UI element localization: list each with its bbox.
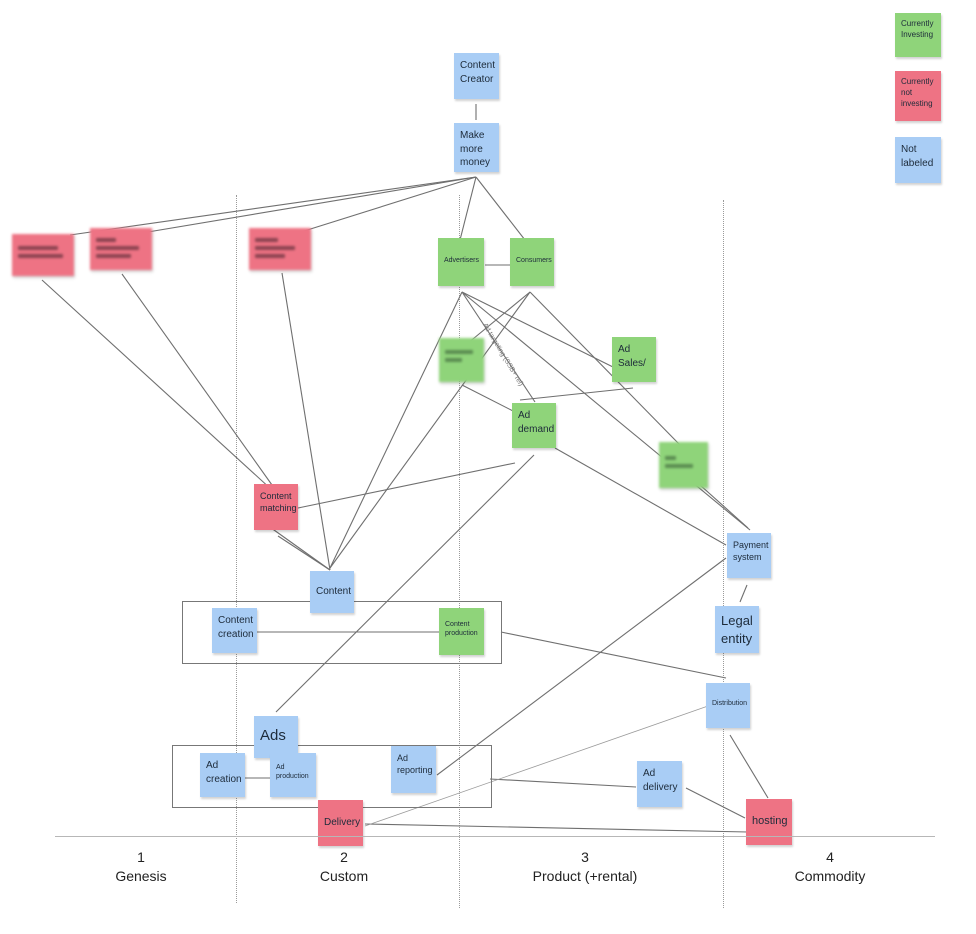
stage-product: 3 Product (+rental) [505, 848, 665, 886]
stage-genesis: 1 Genesis [61, 848, 221, 886]
stage-name: Custom [319, 867, 369, 884]
link [436, 557, 727, 776]
link [329, 291, 463, 569]
link [69, 176, 477, 236]
link [275, 454, 535, 713]
stage-number: 3 [581, 849, 589, 865]
stage-commodity: 4 Commodity [750, 848, 910, 886]
link [461, 291, 616, 369]
node-redacted-green-2 [659, 442, 708, 488]
link [739, 584, 748, 603]
node-consumers: Consumers [510, 238, 554, 286]
stage-number: 1 [137, 849, 145, 865]
node-legal-entity: Legal entity [715, 606, 759, 653]
divider-product-commodity [723, 200, 724, 908]
link-thin [364, 705, 709, 827]
node-ads: Ads [254, 716, 298, 758]
link [329, 291, 531, 569]
link [461, 291, 751, 531]
link [685, 787, 746, 819]
node-payment-system: Payment system [727, 533, 771, 578]
link [121, 273, 273, 486]
stage-name: Commodity [794, 867, 866, 884]
link [519, 387, 634, 401]
node-advertisers: Advertisers [438, 238, 484, 286]
node-redacted-red-1 [12, 234, 74, 276]
node-ad-demand: Ad demand [512, 403, 556, 448]
stage-number: 4 [826, 849, 834, 865]
link [281, 272, 331, 571]
link [554, 447, 727, 546]
node-ad-reporting: Ad reporting [391, 746, 436, 793]
link [500, 631, 727, 679]
link [475, 176, 526, 241]
legend-currently-not-investing: Currently not investing [895, 71, 941, 121]
link [297, 462, 516, 509]
link [129, 176, 477, 236]
node-ad-sales: Ad Sales/ [612, 337, 656, 382]
link [489, 778, 637, 788]
stage-number: 2 [340, 849, 348, 865]
node-redacted-green-1 [439, 338, 484, 382]
link [41, 279, 273, 491]
divider-custom-product [459, 195, 460, 908]
link [729, 734, 769, 799]
stage-name: Product (+rental) [532, 867, 638, 884]
node-content-matching: Content matching [254, 484, 298, 530]
link [461, 291, 536, 403]
node-content-production: Content production [439, 608, 484, 655]
node-redacted-red-2 [90, 228, 152, 270]
link [699, 484, 749, 529]
node-distribution: Distribution [706, 683, 750, 728]
node-ad-production: Ad production [270, 753, 316, 797]
stage-name: Genesis [115, 867, 167, 884]
legend-currently-investing: Currently Investing [895, 13, 941, 57]
node-ad-delivery: Ad delivery [637, 761, 682, 807]
link [461, 384, 516, 413]
node-redacted-red-3 [249, 228, 311, 270]
node-content-creation: Content creation [212, 608, 257, 653]
node-hosting: hosting [746, 799, 792, 845]
link [529, 291, 681, 446]
node-content: Content [310, 571, 354, 613]
divider-genesis-custom [236, 195, 237, 903]
node-make-more-money: Make more money [454, 123, 499, 172]
link [284, 176, 477, 238]
evolution-axis [55, 836, 935, 837]
node-ad-creation: Ad creation [200, 753, 245, 797]
link [364, 823, 749, 833]
link [459, 176, 477, 241]
node-content-creator: Content Creator [454, 53, 499, 99]
legend-not-labeled: Not labeled [895, 137, 941, 183]
stage-custom: 2 Custom [264, 848, 424, 886]
node-delivery: Delivery [318, 800, 363, 846]
